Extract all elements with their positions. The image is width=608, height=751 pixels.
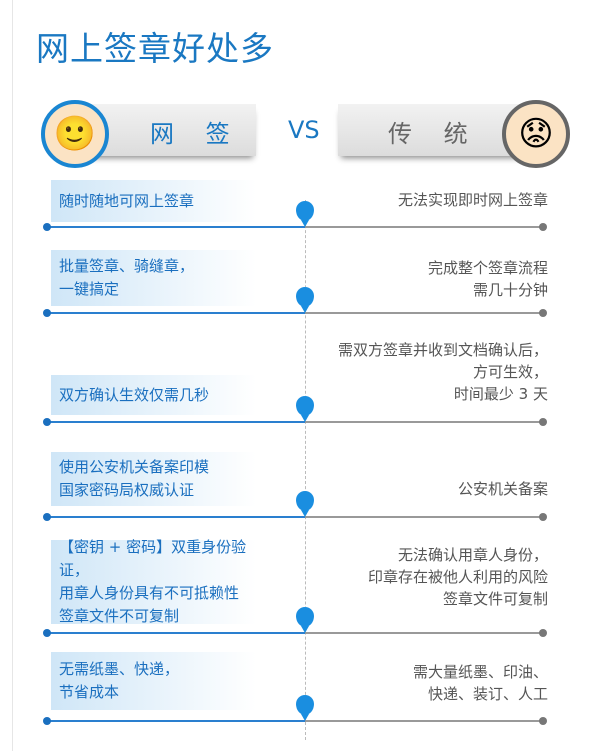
online-benefit-text: 随时随地可网上签章 — [59, 191, 195, 210]
online-benefit-text: 国家密码局权威认证 — [59, 481, 195, 499]
traditional-drawback-line: 印章存在被他人利用的风险 — [367, 568, 548, 586]
traditional-drawback-text: 完成整个签章流程需几十分钟 — [428, 257, 548, 301]
timeline-end-dot-icon — [539, 223, 547, 231]
location-pin-icon — [296, 201, 314, 227]
timeline-grey-segment — [305, 516, 543, 518]
timeline-grey-segment — [305, 226, 543, 228]
location-pin-icon — [296, 287, 314, 313]
timeline-blue-segment — [47, 421, 305, 423]
online-benefit-text: 节省成本 — [59, 683, 120, 701]
center-divider — [305, 200, 306, 740]
timeline-start-dot-icon — [43, 418, 51, 426]
timeline-grey-segment — [305, 632, 543, 634]
traditional-drawback-text: 无法确认用章人身份， 印章存在被他人利用的风险签章文件可复制 — [368, 544, 548, 610]
timeline-start-dot-icon — [43, 513, 51, 521]
online-benefit-box: 无需纸墨、快递， 节省成本 — [51, 652, 256, 710]
timeline-blue-segment — [47, 312, 305, 314]
traditional-drawback-line: 无法实现即时网上签章 — [397, 191, 548, 209]
timeline-start-dot-icon — [43, 223, 51, 231]
online-benefit-box: 随时随地可网上签章 — [51, 180, 256, 222]
timeline-start-dot-icon — [43, 629, 51, 637]
traditional-label: 传 统 — [388, 120, 480, 148]
traditional-drawback-line: 快递、装订、人工 — [427, 685, 548, 703]
timeline-end-dot-icon — [539, 309, 547, 317]
timeline-end-dot-icon — [539, 717, 547, 725]
traditional-drawback-text: 无法实现即时网上签章 — [398, 189, 548, 211]
left-border — [12, 0, 13, 751]
location-pin-icon — [296, 396, 314, 422]
traditional-drawback-line: 公安机关备案 — [457, 480, 548, 498]
online-benefit-text: 双方确认生效仅需几秒 — [59, 385, 210, 404]
location-pin-icon — [296, 695, 314, 721]
traditional-drawback-text: 需双方签章并收到文档确认后， 方可生效， 时间最少 3 天 — [338, 339, 548, 405]
traditional-drawback-line: 时间最少 3 天 — [453, 385, 548, 403]
online-benefit-text: 批量签章、骑缝章， — [59, 257, 195, 275]
location-pin-icon — [296, 491, 314, 517]
location-pin-icon — [296, 607, 314, 633]
online-sign-label: 网 签 — [150, 120, 242, 148]
traditional-drawback-line: 需大量纸墨、印油、 — [412, 663, 548, 681]
happy-businessman-avatar-icon: 🙂 — [41, 100, 109, 168]
traditional-drawback-text: 公安机关备案 — [458, 478, 548, 500]
traditional-drawback-line: 完成整个签章流程 — [427, 259, 548, 277]
online-benefit-text: 一键搞定 — [59, 280, 120, 298]
page-title: 网上签章好处多 — [36, 29, 274, 68]
timeline-end-dot-icon — [539, 513, 547, 521]
timeline-blue-segment — [47, 632, 305, 634]
online-benefit-box: 【密钥 + 密码】双重身份验证， 用章人身份具有不可抵赖性签章文件不可复制 — [51, 538, 256, 625]
traditional-drawback-line: 无法确认用章人身份， — [397, 546, 548, 564]
worried-businessman-avatar-icon: 😟 — [502, 100, 570, 168]
timeline-start-dot-icon — [43, 309, 51, 317]
online-benefit-text: 签章文件不可复制 — [59, 607, 180, 625]
online-benefit-box: 双方确认生效仅需几秒 — [51, 375, 256, 415]
timeline-grey-segment — [305, 720, 543, 722]
traditional-drawback-line: 方可生效， — [472, 363, 548, 381]
online-benefit-text: 用章人身份具有不可抵赖性 — [59, 584, 240, 602]
online-benefit-text: 使用公安机关备案印模 — [59, 458, 210, 476]
timeline-blue-segment — [47, 226, 305, 228]
timeline-grey-segment — [305, 312, 543, 314]
traditional-drawback-line: 需双方签章并收到文档确认后， — [337, 341, 548, 359]
online-benefit-text: 无需纸墨、快递， — [59, 660, 180, 678]
online-benefit-box: 批量签章、骑缝章， 一键搞定 — [51, 250, 256, 306]
timeline-blue-segment — [47, 720, 305, 722]
timeline-end-dot-icon — [539, 418, 547, 426]
vs-label: VS — [288, 116, 320, 144]
traditional-drawback-line: 签章文件可复制 — [442, 590, 548, 608]
timeline-end-dot-icon — [539, 629, 547, 637]
traditional-drawback-line: 需几十分钟 — [472, 281, 548, 299]
online-benefit-box: 使用公安机关备案印模国家密码局权威认证 — [51, 452, 256, 506]
traditional-drawback-text: 需大量纸墨、印油、快递、装订、人工 — [413, 661, 548, 705]
timeline-start-dot-icon — [43, 717, 51, 725]
timeline-blue-segment — [47, 516, 305, 518]
timeline-grey-segment — [305, 421, 543, 423]
online-benefit-text: 【密钥 + 密码】双重身份验证， — [59, 538, 247, 579]
